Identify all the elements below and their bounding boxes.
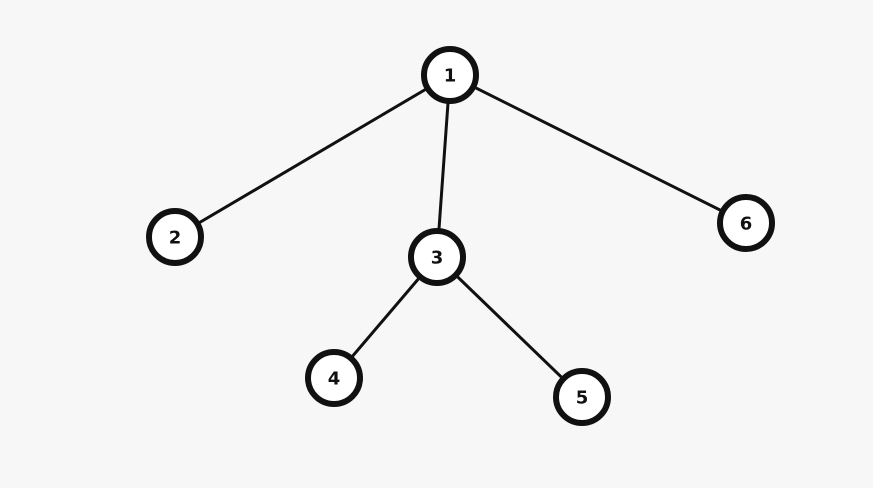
graph-node-4[interactable]: 4 <box>305 349 363 407</box>
graph-node-1[interactable]: 1 <box>421 46 479 104</box>
graph-node-2[interactable]: 2 <box>146 208 204 266</box>
node-circle-4[interactable] <box>305 349 363 407</box>
edge-1-2 <box>173 73 452 239</box>
node-circle-1[interactable] <box>421 46 479 104</box>
graph-node-3[interactable]: 3 <box>408 228 466 286</box>
node-circle-6[interactable] <box>717 194 775 252</box>
nodes-layer: 1 2 3 4 5 6 <box>146 46 775 426</box>
edge-3-5 <box>435 255 584 399</box>
edge-1-3 <box>435 73 452 259</box>
edge-1-6 <box>448 73 748 225</box>
edges-layer <box>173 73 748 399</box>
graph-node-5[interactable]: 5 <box>553 368 611 426</box>
node-circle-3[interactable] <box>408 228 466 286</box>
node-circle-2[interactable] <box>146 208 204 266</box>
node-circle-5[interactable] <box>553 368 611 426</box>
graph-node-6[interactable]: 6 <box>717 194 775 252</box>
